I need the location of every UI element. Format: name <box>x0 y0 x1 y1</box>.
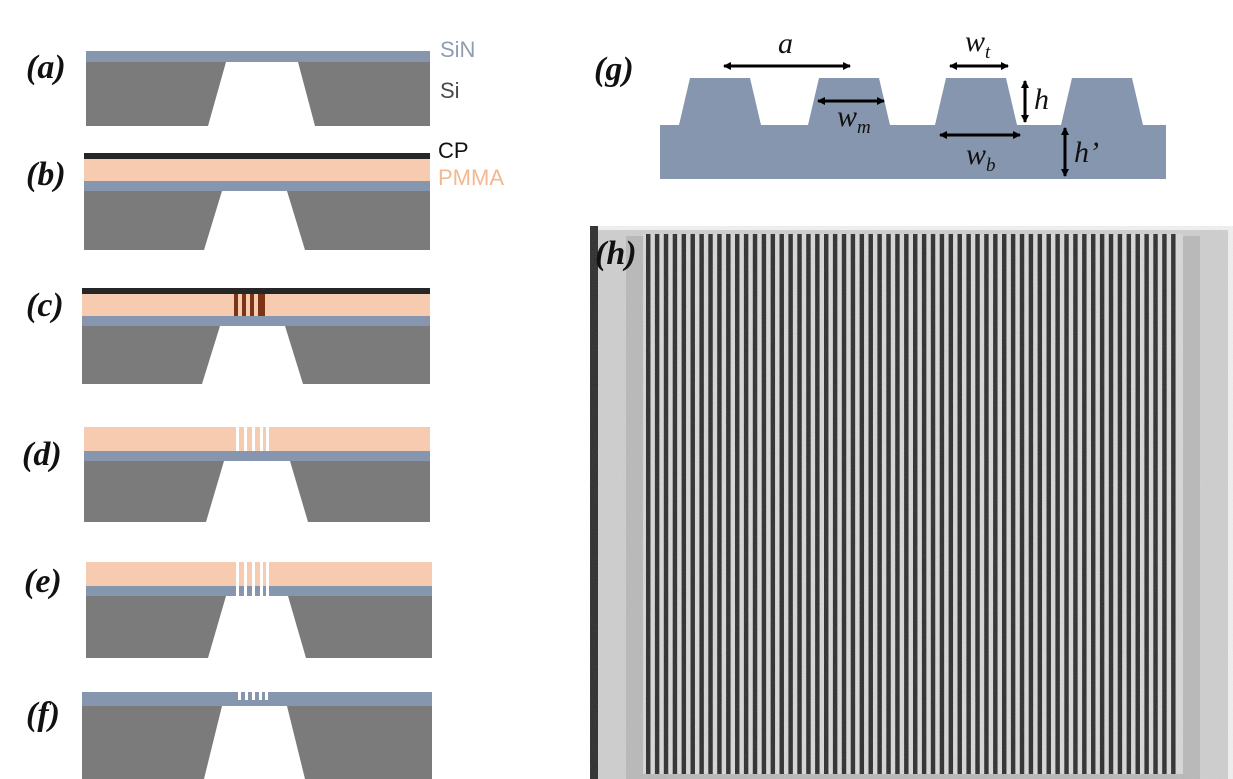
dim-label-a: a <box>778 27 793 60</box>
exposed-grating <box>234 294 265 316</box>
dim-label-h: h <box>1034 83 1049 116</box>
label-sin: SiN <box>440 37 475 62</box>
sin-membrane <box>82 316 430 326</box>
dim-label-wb: wb <box>966 138 996 176</box>
sin-membrane <box>86 586 432 596</box>
dim-label-h-prime: h’ <box>1074 136 1099 169</box>
sem-texture <box>590 226 1233 779</box>
cp-layer <box>82 288 430 294</box>
pmma-layer <box>84 159 430 181</box>
panel-label-b: (b) <box>26 156 66 193</box>
si-substrate <box>82 706 432 779</box>
cp-layer <box>84 153 430 159</box>
pmma-layer <box>82 294 430 316</box>
panel-label-g: (g) <box>594 51 634 88</box>
dim-label-wt: wt <box>965 25 991 63</box>
panel-label-h: (h) <box>595 235 637 272</box>
panel-e: (e) <box>24 562 432 658</box>
panel-d: (d) <box>22 427 430 522</box>
panel-label-e: (e) <box>24 563 62 600</box>
panel-b: (b) CP PMMA <box>26 138 504 250</box>
etched-grating <box>236 562 269 596</box>
panel-label-c: (c) <box>26 287 64 324</box>
si-substrate <box>84 461 430 522</box>
panel-label-d: (d) <box>22 436 62 473</box>
sin-membrane <box>84 451 430 461</box>
developed-trenches <box>236 427 269 451</box>
si-substrate <box>86 596 432 658</box>
si-substrate <box>86 62 430 126</box>
panel-label-a: (a) <box>26 49 66 86</box>
pmma-layer <box>86 562 432 586</box>
grating-grooves <box>238 692 268 700</box>
panel-a: (a) SiN Si <box>26 37 475 126</box>
si-substrate <box>82 326 430 384</box>
grating-profile <box>660 78 1166 179</box>
panel-g: (g) a wt wm wb h h’ <box>594 25 1166 179</box>
label-pmma: PMMA <box>438 165 504 190</box>
dimension-arrows <box>723 62 1069 177</box>
panel-c: (c) <box>26 287 430 384</box>
label-cp: CP <box>438 138 469 163</box>
panel-h: (h) <box>590 226 1233 779</box>
pmma-layer <box>84 427 430 451</box>
label-si: Si <box>440 78 460 103</box>
panel-f: (f) <box>26 692 432 779</box>
dim-label-wm: wm <box>837 100 871 138</box>
sin-grating-membrane <box>82 692 432 706</box>
panel-label-f: (f) <box>26 696 60 733</box>
si-substrate <box>84 191 430 250</box>
sin-membrane <box>86 51 430 62</box>
sin-membrane <box>84 181 430 191</box>
